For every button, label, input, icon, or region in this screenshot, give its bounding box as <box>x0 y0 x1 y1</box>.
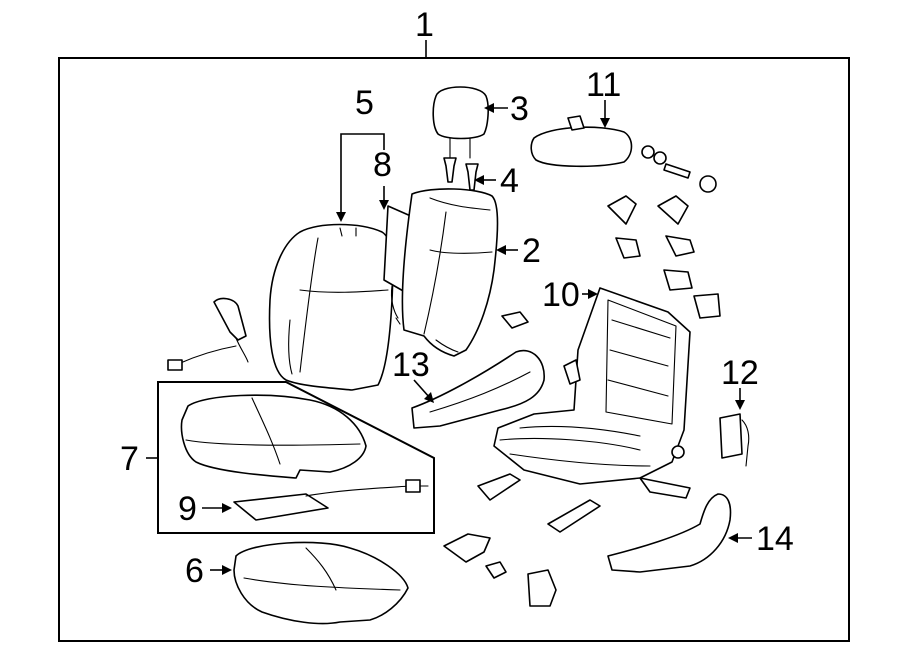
seat-switch-module <box>719 413 750 467</box>
seat-back-assembly <box>401 188 499 357</box>
seat-cushion-assembly <box>180 394 367 479</box>
seat-belt-buckle <box>167 297 249 371</box>
callout-5: 5 <box>355 84 374 122</box>
cushion-group-box <box>146 381 435 534</box>
callout-9: 9 <box>178 490 197 528</box>
headrest-guides <box>443 157 479 191</box>
seat-cushion-cover <box>233 541 409 625</box>
callout-12: 12 <box>721 354 759 392</box>
trim-clip <box>501 311 529 329</box>
leader-lines <box>202 100 752 575</box>
side-trim-panel <box>607 493 732 573</box>
callout-3: 3 <box>510 90 529 128</box>
frame-brackets <box>607 195 721 319</box>
seat-frame-assembly <box>477 287 691 533</box>
headrest <box>432 86 489 159</box>
callout-6: 6 <box>185 552 204 590</box>
callout-8: 8 <box>373 146 392 184</box>
seat-back-cover <box>268 223 394 391</box>
callout-10: 10 <box>542 276 580 314</box>
side-shield <box>411 349 545 429</box>
callout-2: 2 <box>522 232 541 270</box>
lower-hardware <box>443 533 557 607</box>
callout-14: 14 <box>756 520 794 558</box>
recliner-cover <box>530 126 633 168</box>
callout-7: 7 <box>120 440 139 478</box>
fastener-set <box>567 115 717 193</box>
seat-cushion-heater <box>233 479 429 521</box>
assembly-frame <box>58 40 850 642</box>
callout-4: 4 <box>500 162 519 200</box>
callout-11: 11 <box>586 66 621 104</box>
callout-1: 1 <box>415 6 434 44</box>
callout-13: 13 <box>392 346 430 384</box>
